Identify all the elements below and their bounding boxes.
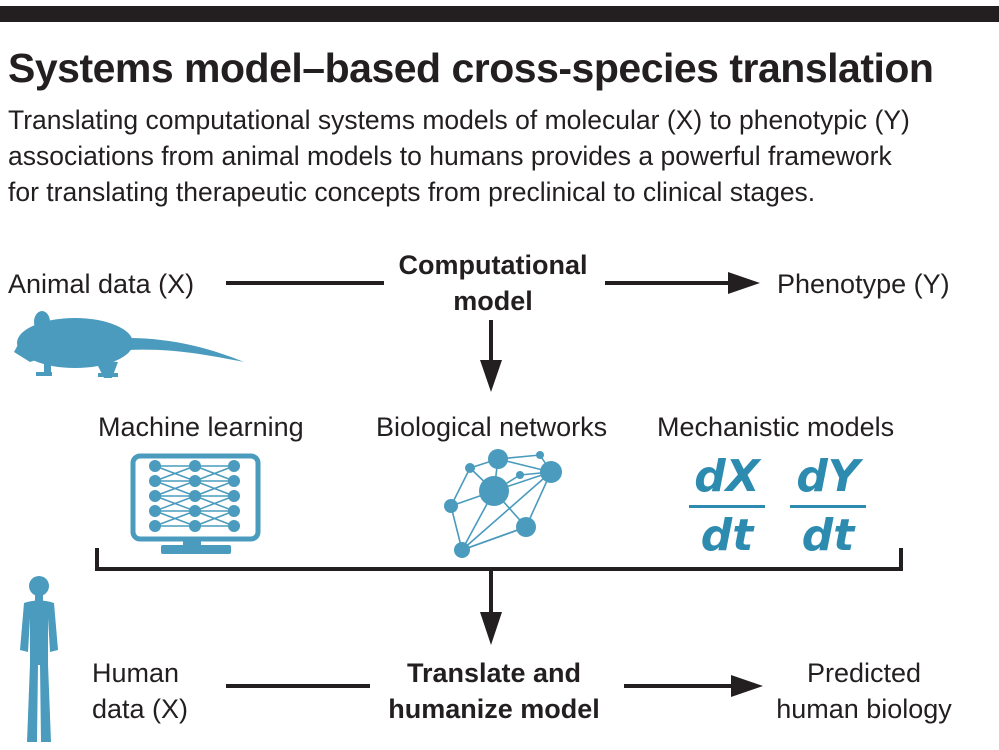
network-edge xyxy=(154,465,196,482)
neural-network-monitor-icon xyxy=(130,453,261,554)
arrow-right-icon xyxy=(731,675,763,697)
network-node xyxy=(228,520,240,532)
label-line: data (X) xyxy=(92,694,189,724)
network-edge xyxy=(194,480,235,497)
network-edge xyxy=(194,495,235,512)
formula-denominator: dt xyxy=(700,510,754,561)
network-node xyxy=(228,490,240,502)
network-node xyxy=(444,499,458,513)
network-node xyxy=(488,449,508,469)
network-node xyxy=(454,542,470,558)
label-line: Translate and xyxy=(406,658,582,688)
network-node xyxy=(149,505,161,517)
figure-subtitle: Translating computational systems models… xyxy=(8,102,993,210)
network-node xyxy=(149,520,161,532)
network-edge xyxy=(154,495,196,512)
network-edge xyxy=(461,526,527,551)
formula-denominator: dt xyxy=(801,510,855,561)
network-edge xyxy=(194,465,235,482)
network-node xyxy=(228,505,240,517)
network-edge xyxy=(194,510,235,527)
mouse-icon xyxy=(14,311,244,378)
biological-network-icon xyxy=(444,449,562,558)
network-edge xyxy=(154,480,196,497)
network-node xyxy=(228,475,240,487)
arrow-right-icon xyxy=(728,272,760,294)
predicted-biology-label: Predicted human biology xyxy=(764,655,964,727)
label-line: human biology xyxy=(776,694,952,724)
translate-model-label: Translate and humanize model xyxy=(364,655,624,727)
network-edge xyxy=(461,471,552,551)
network-node xyxy=(516,471,524,479)
network-node xyxy=(149,460,161,472)
computational-model-label: Computational model xyxy=(373,247,613,319)
network-node xyxy=(189,490,201,502)
dy-dt-formula: dY dt xyxy=(790,455,866,558)
network-node xyxy=(465,463,475,473)
dx-dt-formula: dX dt xyxy=(689,455,765,558)
figure-title: Systems model–based cross-species transl… xyxy=(8,45,934,91)
human-data-label: Human data (X) xyxy=(92,655,188,727)
human-figure-icon xyxy=(20,576,58,742)
network-node xyxy=(189,520,201,532)
network-node xyxy=(516,517,536,537)
network-node xyxy=(189,505,201,517)
network-node xyxy=(189,460,201,472)
network-node xyxy=(149,475,161,487)
network-node xyxy=(149,490,161,502)
arrow-down-icon xyxy=(480,612,502,645)
network-node xyxy=(540,461,562,483)
network-edge xyxy=(154,510,196,527)
biological-networks-label: Biological networks xyxy=(376,412,608,442)
subtitle-line: for translating therapeutic concepts fro… xyxy=(8,177,816,207)
network-node xyxy=(189,475,201,487)
arrow-down-icon xyxy=(480,360,502,392)
fraction-bar xyxy=(790,505,866,508)
formula-numerator: dY xyxy=(796,451,860,502)
animal-data-label: Animal data (X) xyxy=(8,269,195,299)
machine-learning-label: Machine learning xyxy=(98,412,304,442)
label-line: Human xyxy=(92,658,180,688)
mechanistic-models-label: Mechanistic models xyxy=(657,412,895,442)
label-line: Predicted xyxy=(806,658,922,688)
label-line: Computational xyxy=(398,250,588,280)
network-edge xyxy=(450,467,471,507)
phenotype-label: Phenotype (Y) xyxy=(777,269,950,299)
grouping-bracket xyxy=(95,548,903,571)
network-node xyxy=(479,476,509,506)
fraction-bar xyxy=(689,505,765,508)
top-rule xyxy=(0,6,999,22)
formula-numerator: dX xyxy=(694,451,760,502)
label-line: humanize model xyxy=(388,694,600,724)
subtitle-line: associations from animal models to human… xyxy=(8,141,892,171)
subtitle-line: Translating computational systems models… xyxy=(8,105,910,135)
network-node xyxy=(228,460,240,472)
network-node xyxy=(536,451,544,459)
label-line: model xyxy=(453,286,533,316)
